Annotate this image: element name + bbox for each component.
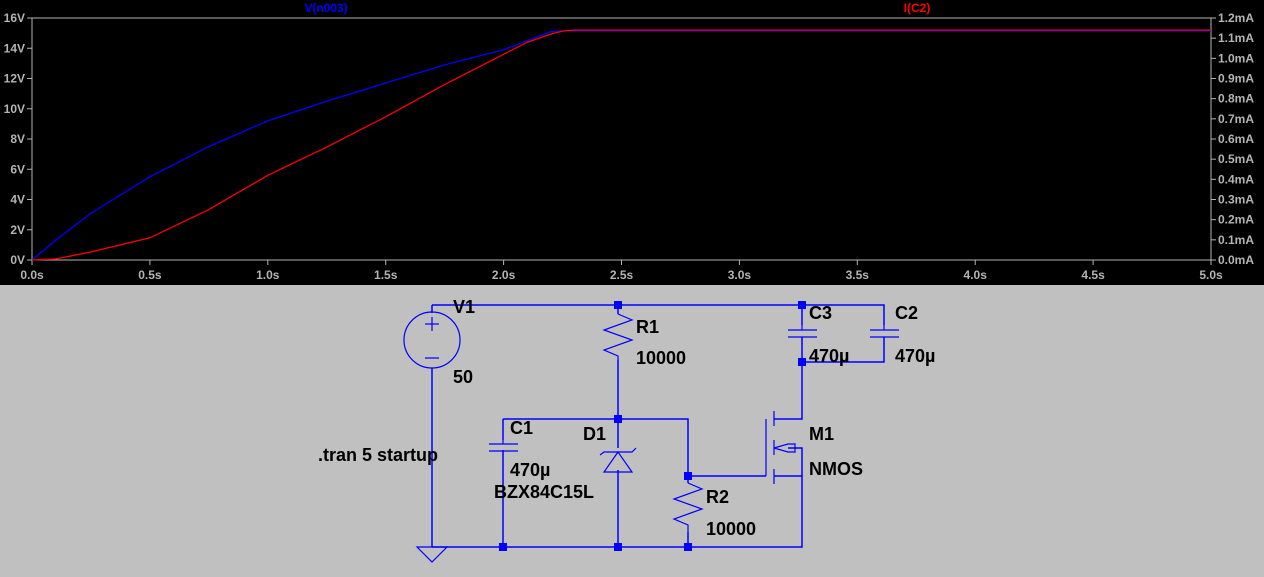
r1-value: 10000 [636,348,686,368]
y-right-tick-label: 0.9mA [1218,72,1254,86]
y-right-tick-label: 0.6mA [1218,132,1254,146]
x-tick-label: 0.5s [138,268,162,282]
r1-name: R1 [636,317,659,337]
trace-i-c2[interactable] [31,29,1211,261]
waveform-plot-pane[interactable]: 0.0s 0.5s 1.0s 1.5s 2.0s 2.5s 3.0s 3.5s 4.0s 4.5s… [0,0,1264,285]
nmos-transistor-m1[interactable] [765,411,796,484]
trace-v-n003[interactable] [31,30,1211,261]
zener-diode-d1[interactable] [599,447,637,473]
x-tick-label: 4.5s [1081,268,1105,282]
x-tick-label: 5.0s [1199,268,1223,282]
c3-name: C3 [809,303,832,323]
y-right-tick-label: 0.5mA [1218,152,1254,166]
y-left-tick-label: 6V [10,162,25,176]
y-left-tick-label: 4V [10,193,25,207]
y-right-tick-label: 0.4mA [1218,172,1254,186]
y-right-tick-label: 0.1mA [1218,233,1254,247]
x-tick-label: 1.5s [374,268,398,282]
c2-value: 470µ [895,346,935,366]
plot-axes [31,17,1212,261]
capacitor-c3[interactable] [788,325,817,338]
x-tick-label: 2.0s [492,268,516,282]
y-right-tick-label: 0.8mA [1218,92,1254,106]
spice-directive[interactable]: .tran 5 startup [318,445,438,465]
v1-value: 50 [453,367,473,387]
y-left-tick-label: 10V [4,102,25,116]
y-left-tick-label: 16V [4,11,25,25]
v1-name: V1 [453,297,475,317]
y-right-tick-label: 0.2mA [1218,213,1254,227]
m1-name: M1 [809,424,834,444]
x-tick-label: 1.0s [256,268,280,282]
c1-name: C1 [510,418,533,438]
y-right-tick-label: 1.1mA [1218,31,1254,45]
resistor-r1[interactable] [602,313,634,360]
x-tick-label: 0.0s [20,268,44,282]
schematic-editor-pane[interactable]: V1 50 R1 10000 C3 470µ C2 470µ C1 470µ D… [0,285,1264,572]
c2-name: C2 [895,303,918,323]
m1-value: NMOS [809,459,863,479]
schematic-canvas[interactable]: V1 50 R1 10000 C3 470µ C2 470µ C1 470µ D… [0,285,1264,572]
y-left-tick-label: 2V [10,223,25,237]
d1-name: D1 [583,424,606,444]
y-left-tick-label: 8V [10,132,25,146]
trace-label-v-n003[interactable]: V(n003) [304,1,347,15]
voltage-source-v1[interactable] [403,311,461,369]
x-tick-label: 3.5s [846,268,870,282]
y-left-tick-label: 14V [4,41,25,55]
r2-value: 10000 [706,519,756,539]
ground-symbol [415,546,449,563]
capacitor-c1[interactable] [489,440,518,452]
d1-value: BZX84C15L [494,482,594,502]
y-right-tick-label: 0.3mA [1218,193,1254,207]
y-left-tick-label: 12V [4,72,25,86]
x-tick-label: 4.0s [964,268,988,282]
c3-value: 470µ [809,346,849,366]
y-right-tick-label: 0.7mA [1218,112,1254,126]
resistor-r2[interactable] [672,482,704,532]
y-left-tick-label: 0V [10,253,25,267]
c1-value: 470µ [510,460,550,480]
wires [431,304,885,548]
r2-name: R2 [706,487,729,507]
x-tick-label: 2.5s [610,268,634,282]
y-right-tick-label: 0.0mA [1218,253,1254,267]
trace-label-i-c2[interactable]: I(C2) [904,1,931,15]
capacitor-c2[interactable] [870,325,899,338]
waveform-chart[interactable]: 0.0s 0.5s 1.0s 1.5s 2.0s 2.5s 3.0s 3.5s 4.0s 4.5s… [0,0,1264,285]
junction-dots [499,301,806,551]
plot-frame [31,17,1212,261]
y-right-tick-label: 1.0mA [1218,51,1254,65]
x-tick-label: 3.0s [728,268,752,282]
y-right-tick-label: 1.2mA [1218,11,1254,25]
